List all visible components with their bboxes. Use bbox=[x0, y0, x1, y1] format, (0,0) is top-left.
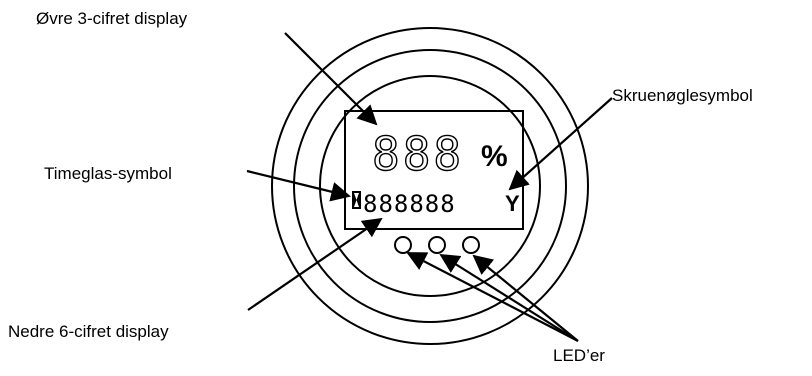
led-3 bbox=[462, 236, 480, 254]
lower-digits: 888888 bbox=[363, 190, 456, 218]
arrow-hourglass bbox=[246, 169, 351, 202]
arrow-led-1 bbox=[406, 252, 579, 342]
led-2 bbox=[428, 236, 446, 254]
label-upper-display: Øvre 3-cifret display bbox=[36, 9, 188, 28]
arrow-led-3 bbox=[472, 254, 579, 342]
label-lower-display: Nedre 6-cifret display bbox=[8, 322, 169, 341]
arrow-upper-display bbox=[284, 32, 378, 126]
arrow-led-2 bbox=[439, 253, 579, 342]
wrench-icon: Y bbox=[505, 191, 520, 216]
percent-symbol: % bbox=[481, 140, 508, 173]
arrow-wrench bbox=[508, 97, 613, 191]
hourglass-icon bbox=[352, 191, 361, 209]
outer-ring bbox=[271, 27, 589, 345]
upper-digits: 888 bbox=[372, 127, 464, 181]
label-wrench-symbol: Skruenøglesymbol bbox=[612, 86, 753, 105]
inner-ring bbox=[319, 75, 541, 297]
middle-ring bbox=[293, 49, 567, 323]
label-hourglass-symbol: Timeglas-symbol bbox=[44, 164, 172, 183]
arrow-lower-display bbox=[247, 217, 383, 311]
label-leds: LED’er bbox=[553, 346, 605, 365]
led-1 bbox=[394, 236, 412, 254]
